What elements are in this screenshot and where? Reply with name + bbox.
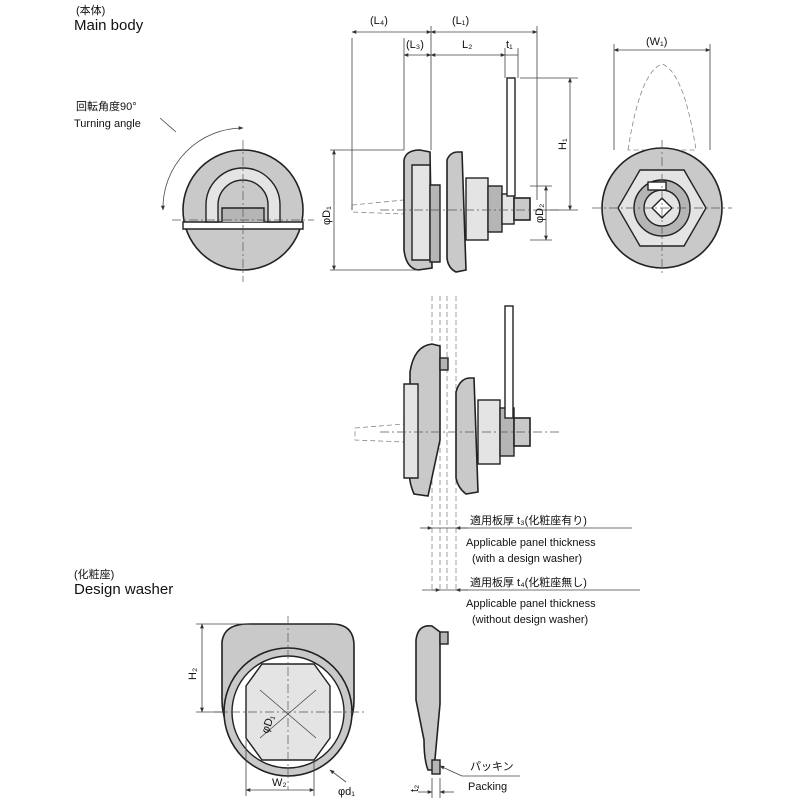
side-lever (506, 77, 516, 197)
t3-jp: 適用板厚 t₃(化粧座有り) (470, 513, 587, 527)
side-washer (429, 184, 441, 263)
dim-l3: (L₃) (406, 39, 424, 51)
main-body-title-jp: (本体) (76, 3, 105, 17)
dim-t1: t₁ (506, 39, 513, 51)
dim-h1: H₁ (557, 138, 569, 150)
side-hub (501, 193, 515, 225)
front-hook (205, 167, 281, 223)
t3-en1: Applicable panel thickness (466, 537, 596, 549)
turning-angle-label: Turning angle (74, 118, 141, 130)
washer-front-view (214, 616, 364, 790)
d1-leader (329, 769, 347, 783)
mounted-ghost-tongue (354, 423, 405, 443)
dim-l4: (L₄) (370, 15, 388, 27)
packing-label: Packing (468, 781, 507, 793)
dim-h2: H₂ (187, 668, 199, 680)
turning-leader (159, 117, 177, 133)
dim-d1: φD₁ (321, 206, 333, 225)
mounted-view (354, 296, 560, 592)
t4-jp: 適用板厚 t₄(化粧座無し) (470, 575, 587, 589)
washer-side-packing (431, 759, 441, 775)
t4-en1: Applicable panel thickness (466, 598, 596, 610)
turning-angle-arc (160, 126, 244, 211)
packing-jp: パッキン (470, 760, 514, 773)
packing-leader (439, 765, 463, 777)
side-knob (513, 197, 531, 221)
mounted-nut-plate (455, 377, 479, 495)
side-cover-inner (411, 164, 431, 261)
side-body (465, 177, 489, 241)
turning-angle-jp: 回転角度90° (76, 99, 137, 113)
front-view (172, 140, 314, 282)
dim-l1: (L₁) (452, 15, 469, 27)
rear-ghost-lever (627, 63, 697, 151)
design-washer-title-jp: (化粧座) (74, 567, 114, 581)
design-washer-title: Design washer (74, 581, 173, 598)
side-ghost-tongue (351, 199, 405, 215)
rear-lever-tab (647, 181, 667, 191)
dim-w1: (W₁) (646, 36, 667, 48)
mounted-cover (403, 383, 419, 479)
dim-d1-small: φd₁ (338, 786, 355, 798)
t3-en2: (with a design washer) (472, 553, 582, 565)
side-nut-plate (446, 151, 467, 273)
dim-l2: L₂ (462, 39, 472, 51)
t4-en2: (without design washer) (472, 614, 588, 626)
mounted-pin (439, 357, 449, 371)
rear-view (592, 63, 732, 276)
washer-side-pin (439, 631, 449, 645)
dim-t2: t₂ (409, 785, 421, 792)
mounted-lever (504, 305, 514, 419)
dim-w2: W₂ (272, 777, 287, 789)
side-body-step (487, 185, 503, 233)
main-body-title: Main body (74, 17, 144, 34)
side-view (351, 38, 560, 273)
washer-side-profile (415, 624, 441, 771)
dim-d2: φD₂ (534, 204, 546, 223)
washer-side-view (415, 624, 449, 775)
